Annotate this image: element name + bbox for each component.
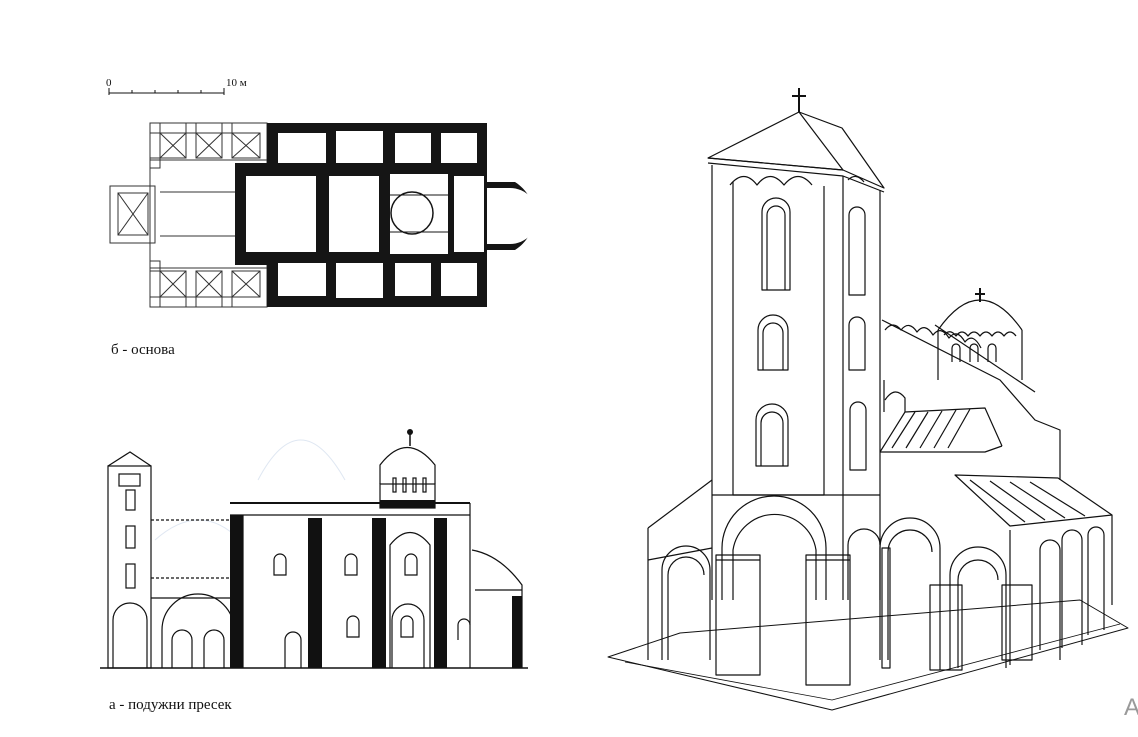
edge-glyph: A [1124,694,1138,721]
floor-plan [109,122,538,308]
longitudinal-section [100,429,528,669]
section-cut-walls [230,429,522,668]
section-caption: а - подужни пресек [109,697,232,713]
scale-end-label: 10 м [226,77,247,89]
scale-start-label: 0 [106,77,112,89]
scale-bar-graphic [108,88,225,95]
naos-walls [235,123,538,307]
narthex-outline [109,122,268,308]
plan-caption: б - основа [111,342,175,358]
